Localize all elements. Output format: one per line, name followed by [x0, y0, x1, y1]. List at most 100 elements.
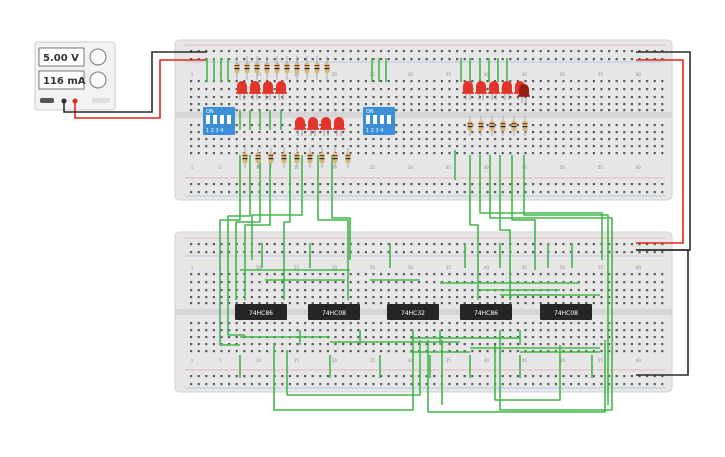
breadboard-hole[interactable]	[509, 343, 512, 346]
breadboard-hole[interactable]	[395, 343, 398, 346]
breadboard-hole[interactable]	[319, 375, 322, 378]
breadboard-hole[interactable]	[288, 103, 291, 106]
breadboard-hole[interactable]	[562, 251, 565, 254]
breadboard-hole[interactable]	[486, 383, 489, 386]
breadboard-hole[interactable]	[418, 80, 421, 83]
breadboard-hole[interactable]	[592, 302, 595, 305]
breadboard-hole[interactable]	[288, 243, 291, 246]
jumper-wire[interactable]	[331, 155, 351, 260]
breadboard-hole[interactable]	[190, 124, 193, 127]
breadboard-hole[interactable]	[212, 138, 215, 141]
breadboard-hole[interactable]	[577, 109, 580, 112]
breadboard-hole[interactable]	[304, 289, 307, 292]
breadboard-hole[interactable]	[190, 145, 193, 148]
breadboard-hole[interactable]	[440, 336, 443, 339]
breadboard-hole[interactable]	[592, 145, 595, 148]
breadboard-hole[interactable]	[585, 336, 588, 339]
breadboard-hole[interactable]	[380, 96, 383, 99]
breadboard-hole[interactable]	[311, 322, 314, 325]
breadboard-hole[interactable]	[547, 138, 550, 141]
breadboard-hole[interactable]	[212, 243, 215, 246]
breadboard-hole[interactable]	[319, 302, 322, 305]
breadboard-hole[interactable]	[372, 289, 375, 292]
breadboard-hole[interactable]	[235, 322, 238, 325]
breadboard-hole[interactable]	[509, 183, 512, 186]
breadboard-hole[interactable]	[608, 383, 611, 386]
breadboard-hole[interactable]	[235, 329, 238, 332]
breadboard-hole[interactable]	[387, 243, 390, 246]
breadboard-hole[interactable]	[646, 273, 649, 276]
breadboard-hole[interactable]	[372, 50, 375, 53]
breadboard-hole[interactable]	[600, 383, 603, 386]
breadboard-hole[interactable]	[653, 124, 656, 127]
breadboard-hole[interactable]	[235, 96, 238, 99]
breadboard-hole[interactable]	[433, 124, 436, 127]
breadboard-hole[interactable]	[509, 103, 512, 106]
breadboard-hole[interactable]	[516, 131, 519, 134]
breadboard-hole[interactable]	[296, 103, 299, 106]
breadboard-hole[interactable]	[456, 281, 459, 284]
breadboard-hole[interactable]	[357, 251, 360, 254]
breadboard-hole[interactable]	[220, 302, 223, 305]
breadboard-hole[interactable]	[547, 375, 550, 378]
breadboard-hole[interactable]	[190, 109, 193, 112]
breadboard-hole[interactable]	[311, 131, 314, 134]
breadboard-hole[interactable]	[258, 281, 261, 284]
breadboard-hole[interactable]	[554, 138, 557, 141]
breadboard-hole[interactable]	[190, 152, 193, 155]
breadboard-hole[interactable]	[425, 124, 428, 127]
breadboard-hole[interactable]	[448, 375, 451, 378]
breadboard-hole[interactable]	[266, 281, 269, 284]
breadboard-hole[interactable]	[250, 80, 253, 83]
breadboard-hole[interactable]	[486, 96, 489, 99]
breadboard-hole[interactable]	[516, 322, 519, 325]
breadboard-hole[interactable]	[577, 350, 580, 353]
breadboard-hole[interactable]	[547, 336, 550, 339]
breadboard-hole[interactable]	[501, 322, 504, 325]
breadboard-hole[interactable]	[281, 138, 284, 141]
breadboard-hole[interactable]	[258, 350, 261, 353]
breadboard-hole[interactable]	[630, 281, 633, 284]
breadboard-hole[interactable]	[630, 96, 633, 99]
breadboard-hole[interactable]	[433, 145, 436, 148]
breadboard-hole[interactable]	[554, 88, 557, 91]
breadboard-hole[interactable]	[539, 58, 542, 61]
breadboard-hole[interactable]	[288, 251, 291, 254]
breadboard-hole[interactable]	[638, 296, 641, 299]
breadboard-hole[interactable]	[243, 58, 246, 61]
breadboard-hole[interactable]	[547, 124, 550, 127]
breadboard-hole[interactable]	[281, 322, 284, 325]
breadboard-hole[interactable]	[266, 289, 269, 292]
breadboard-hole[interactable]	[250, 145, 253, 148]
breadboard-hole[interactable]	[456, 96, 459, 99]
breadboard-hole[interactable]	[638, 251, 641, 254]
breadboard-hole[interactable]	[592, 273, 595, 276]
breadboard-hole[interactable]	[448, 296, 451, 299]
breadboard-hole[interactable]	[456, 383, 459, 386]
breadboard-hole[interactable]	[646, 145, 649, 148]
breadboard-hole[interactable]	[471, 50, 474, 53]
breadboard-hole[interactable]	[524, 336, 527, 339]
breadboard-hole[interactable]	[440, 50, 443, 53]
breadboard-hole[interactable]	[433, 375, 436, 378]
breadboard-hole[interactable]	[342, 109, 345, 112]
dip-switch-right[interactable]: ON 1 2 3 4	[363, 107, 395, 135]
breadboard-hole[interactable]	[387, 302, 390, 305]
breadboard-hole[interactable]	[410, 124, 413, 127]
breadboard-hole[interactable]	[410, 383, 413, 386]
breadboard-hole[interactable]	[653, 138, 656, 141]
breadboard-hole[interactable]	[410, 329, 413, 332]
breadboard-hole[interactable]	[402, 243, 405, 246]
breadboard-hole[interactable]	[228, 336, 231, 339]
breadboard-hole[interactable]	[646, 131, 649, 134]
breadboard-hole[interactable]	[197, 350, 200, 353]
breadboard-hole[interactable]	[250, 273, 253, 276]
breadboard-hole[interactable]	[228, 183, 231, 186]
breadboard-hole[interactable]	[448, 343, 451, 346]
breadboard-hole[interactable]	[615, 103, 618, 106]
breadboard-hole[interactable]	[615, 322, 618, 325]
breadboard-hole[interactable]	[448, 329, 451, 332]
breadboard-hole[interactable]	[532, 383, 535, 386]
breadboard-hole[interactable]	[653, 251, 656, 254]
breadboard-hole[interactable]	[577, 80, 580, 83]
